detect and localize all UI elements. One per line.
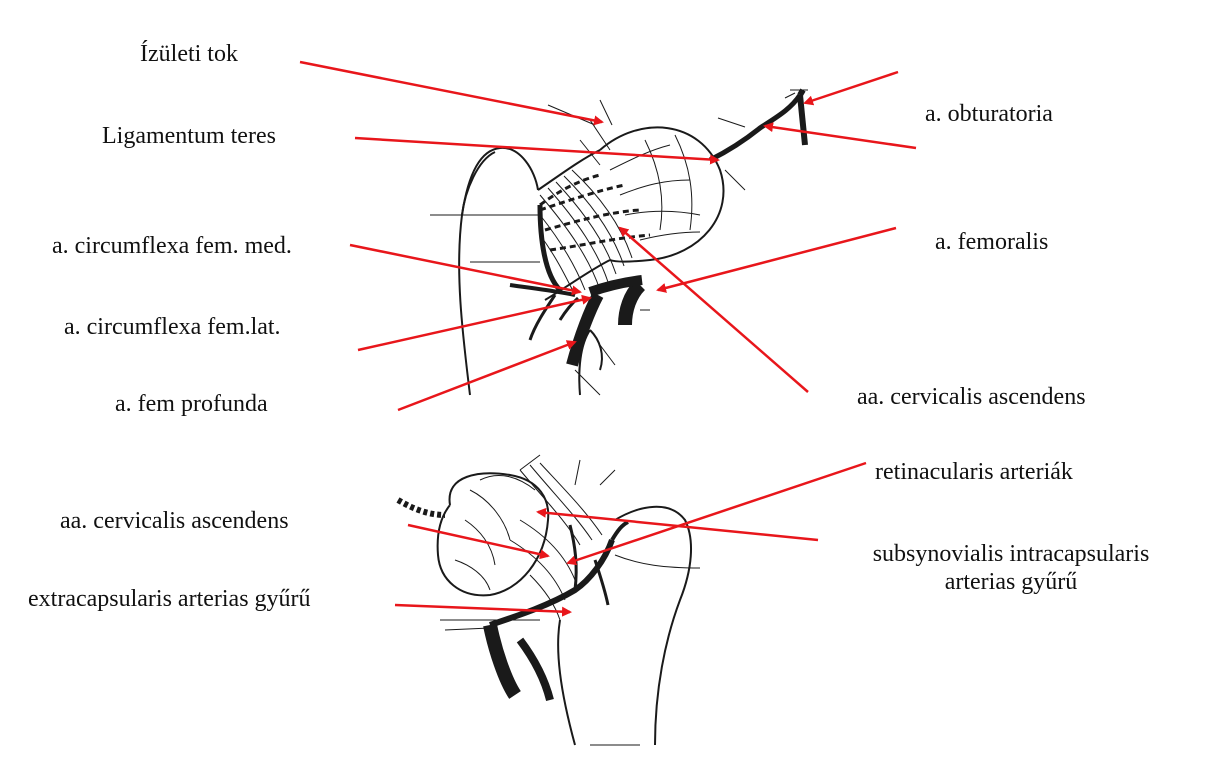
femur-bottom-drawing — [396, 454, 701, 746]
arrow-retinacularis — [566, 461, 867, 566]
label-subsynovialis-line1: subsynovialis intracapsularis — [872, 541, 1150, 567]
arrow-obturatoria-1 — [803, 70, 899, 106]
arrow-fem-profunda — [397, 340, 577, 412]
arrow-cervicalis-top — [618, 226, 809, 393]
label-subsynovialis: subsynovialis intracapsularis arterias g… — [822, 540, 1200, 596]
arrow-subsynovialis — [536, 507, 819, 542]
label-femoralis: a. femoralis — [935, 229, 1049, 255]
label-extracapsularis: extracapsularis arterias gyűrű — [28, 586, 311, 612]
arrow-cervicalis-bottom — [407, 523, 550, 560]
arrow-izuleti-tok — [299, 60, 604, 126]
label-subsynovialis-line2: arterias gyűrű — [944, 569, 1078, 595]
arrow-circumflexa-med — [349, 243, 582, 296]
label-circumflexa-lat: a. circumflexa fem.lat. — [64, 314, 281, 340]
label-cervicalis-top: aa. cervicalis ascendens — [857, 384, 1086, 410]
femur-shaft-outline — [458, 146, 539, 396]
arrow-extracapsularis — [394, 603, 572, 617]
label-circumflexa-med: a. circumflexa fem. med. — [52, 233, 292, 259]
arrow-circumflexa-lat — [357, 294, 592, 352]
extracapsular-ring — [489, 538, 615, 628]
greater-trochanter — [461, 151, 496, 216]
label-cervicalis-bottom: aa. cervicalis ascendens — [60, 508, 289, 534]
label-izuleti-tok: Ízületi tok — [140, 41, 238, 67]
arrow-femoralis — [656, 226, 897, 293]
profunda-artery — [566, 292, 604, 367]
label-fem-profunda: a. fem profunda — [115, 391, 268, 417]
obturator-vessel — [708, 93, 803, 163]
femoral-artery — [618, 280, 646, 326]
femoral-head — [599, 126, 725, 263]
label-ligamentum-teres: Ligamentum teres — [102, 123, 276, 149]
femur-top-drawing — [430, 88, 808, 396]
arrow-ligamentum-teres — [354, 136, 720, 165]
label-obturatoria: a. obturatoria — [925, 101, 1053, 127]
leader-arrows — [299, 60, 917, 617]
medial-circumflex-artery — [537, 204, 562, 292]
label-retinacularis: retinacularis arteriák — [875, 459, 1073, 485]
arrow-obturatoria-2 — [763, 122, 917, 150]
femoral-neck — [537, 149, 601, 191]
femoral-head-bottom — [436, 472, 550, 597]
